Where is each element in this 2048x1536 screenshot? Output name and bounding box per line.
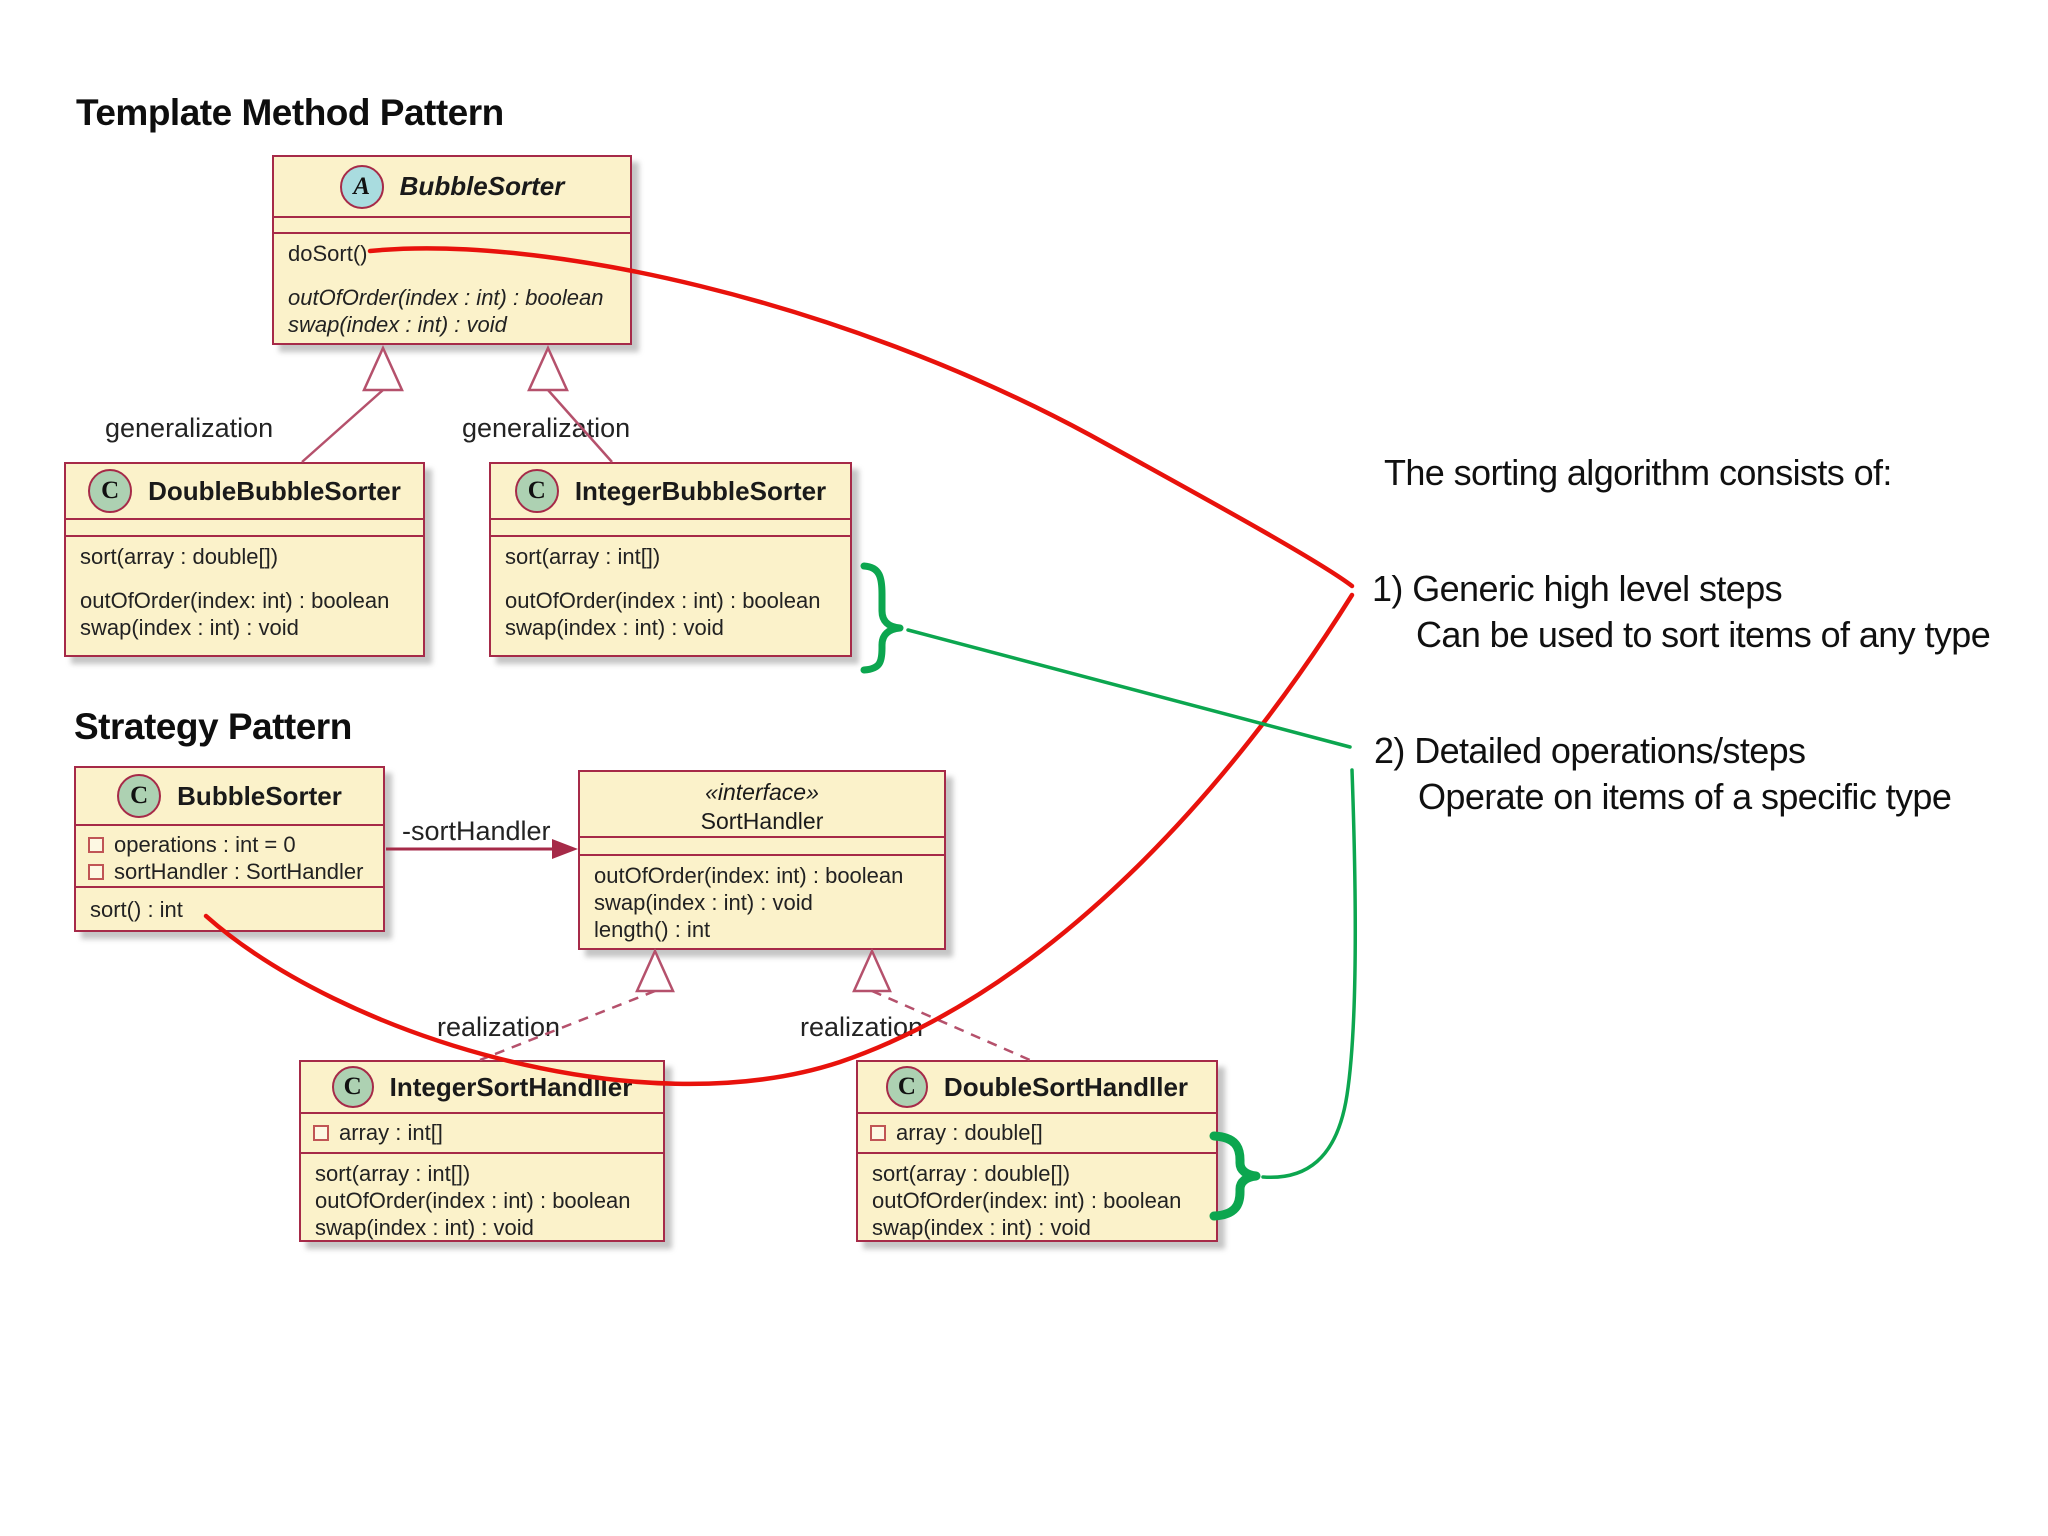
method-outoforder: outOfOrder(index: int) : boolean [594,863,904,888]
class-name: DoubleSortHandller [943,1071,1189,1102]
attributes-compartment [491,520,850,537]
private-attribute-icon [88,836,104,853]
class-box-doublesorthandller: C DoubleSortHandller array : double[] so… [856,1060,1218,1242]
green-brace-doublesorthandller [1209,1131,1261,1221]
notes-item1-sub: Can be used to sort items of any type [1416,614,1991,655]
abstract-class-icon: A [339,164,384,209]
method-dosort: doSort() [288,241,368,266]
methods-compartment: sort() : int [76,888,383,923]
private-attribute-icon [88,863,104,880]
method-swap: swap(index : int) : void [872,1215,1091,1240]
realization-arrowhead-left [635,947,675,993]
class-header: C BubbleSorter [76,768,383,826]
class-header: C IntegerSortHandller [301,1062,663,1114]
notes-heading: The sorting algorithm consists of: [1384,452,1892,493]
class-icon: C [514,469,559,513]
class-box-integerbubblesorter: C IntegerBubbleSorter sort(array : int[]… [489,462,852,657]
class-name: BubbleSorter [399,171,565,201]
green-annotation-item2-to-brace [1261,768,1358,1180]
notes-item2: 2) Detailed operations/steps [1374,730,1806,771]
method-length: length() : int [594,917,711,942]
method-swap: swap(index : int) : void [594,890,813,915]
green-annotation-brace-to-item2 [906,628,1352,749]
interface-box-sorthandler: «interface» SortHandler outOfOrder(index… [578,770,946,950]
methods-compartment: sort(array : int[]) outOfOrder(index : i… [301,1154,663,1241]
class-header: C DoubleBubbleSorter [66,464,423,520]
class-name: IntegerBubbleSorter [574,475,827,506]
method-sort: sort(array : int[]) [505,544,661,569]
method-sort: sort(array : int[]) [315,1161,471,1186]
realization-label-left: realization [437,1012,561,1042]
method-outoforder: outOfOrder(index: int) : boolean [872,1188,1182,1213]
generalization-arrowhead-left [362,344,404,392]
methods-compartment: sort(array : double[]) outOfOrder(index:… [66,537,423,641]
method-outoforder: outOfOrder(index : int) : boolean [288,285,604,310]
attribute-text: sortHandler : SortHandler [114,859,364,884]
class-icon: C [117,774,162,818]
method-swap: swap(index : int) : void [505,615,724,640]
attributes-compartment: array : int[] [301,1114,663,1154]
private-attribute-icon [870,1124,886,1141]
class-name: DoubleBubbleSorter [148,475,401,506]
template-method-pattern-title: Template Method Pattern [76,92,504,133]
class-box-abstract-bubblesorter: A BubbleSorter doSort() outOfOrder(index… [272,155,632,345]
class-name: BubbleSorter [177,780,342,811]
generalization-arrowhead-right [527,344,569,392]
methods-compartment: sort(array : double[]) outOfOrder(index:… [858,1154,1216,1241]
spacer [505,570,850,587]
spacer [80,570,423,587]
class-icon: C [885,1066,928,1108]
method-sort: sort(array : double[]) [80,544,279,569]
method-sort: sort(array : double[]) [872,1161,1071,1186]
private-attribute-icon [313,1124,329,1141]
method-swap: swap(index : int) : void [80,615,299,640]
class-name: IntegerSortHandller [389,1071,633,1102]
attribute-text: array : double[] [896,1120,1043,1145]
class-header: A BubbleSorter [274,157,630,218]
method-swap: swap(index : int) : void [315,1215,534,1240]
attributes-compartment: array : double[] [858,1114,1216,1154]
association-label-sorthandler: -sortHandler [402,816,551,846]
class-header: C DoubleSortHandller [858,1062,1216,1114]
attribute-sorthandler: sortHandler : SortHandler [88,858,383,885]
attribute-text: array : int[] [339,1120,443,1145]
spacer [288,267,630,284]
method-swap: swap(index : int) : void [288,312,507,337]
class-box-integersorthandller: C IntegerSortHandller array : int[] sort… [299,1060,665,1242]
method-outoforder: outOfOrder(index : int) : boolean [505,588,821,613]
class-box-doublebubblesorter: C DoubleBubbleSorter sort(array : double… [64,462,425,657]
interface-stereotype: «interface» [705,779,819,805]
attributes-compartment [274,218,630,234]
methods-compartment: doSort() outOfOrder(index : int) : boole… [274,234,630,338]
class-box-strategy-bubblesorter: C BubbleSorter operations : int = 0 sort… [74,766,385,932]
methods-compartment: outOfOrder(index: int) : boolean swap(in… [580,856,944,943]
method-outoforder: outOfOrder(index: int) : boolean [80,588,390,613]
attributes-compartment: operations : int = 0 sortHandler : SortH… [76,826,383,888]
attributes-compartment [580,838,944,856]
notes-item1: 1) Generic high level steps [1372,568,1783,609]
attributes-compartment [66,520,423,537]
attribute-operations: operations : int = 0 [88,831,383,858]
attribute-array: array : double[] [870,1119,1216,1146]
interface-name: SortHandler [700,808,824,834]
generalization-line-left [301,389,384,463]
association-arrowhead [552,839,578,859]
method-outoforder: outOfOrder(index : int) : boolean [315,1188,631,1213]
method-sort: sort() : int [90,897,183,922]
class-icon: C [331,1066,374,1108]
class-icon: C [88,469,133,513]
methods-compartment: sort(array : int[]) outOfOrder(index : i… [491,537,850,641]
generalization-label-right: generalization [462,413,631,443]
notes-item2-sub: Operate on items of a specific type [1418,776,1952,817]
interface-header: «interface» SortHandler [580,772,944,838]
green-brace-integerbubblesorter [860,562,904,674]
realization-label-right: realization [800,1012,924,1042]
attribute-text: operations : int = 0 [114,832,296,857]
realization-arrowhead-right [852,947,892,993]
attribute-array: array : int[] [313,1119,663,1146]
class-header: C IntegerBubbleSorter [491,464,850,520]
generalization-label-left: generalization [105,413,274,443]
strategy-pattern-title: Strategy Pattern [74,706,352,747]
